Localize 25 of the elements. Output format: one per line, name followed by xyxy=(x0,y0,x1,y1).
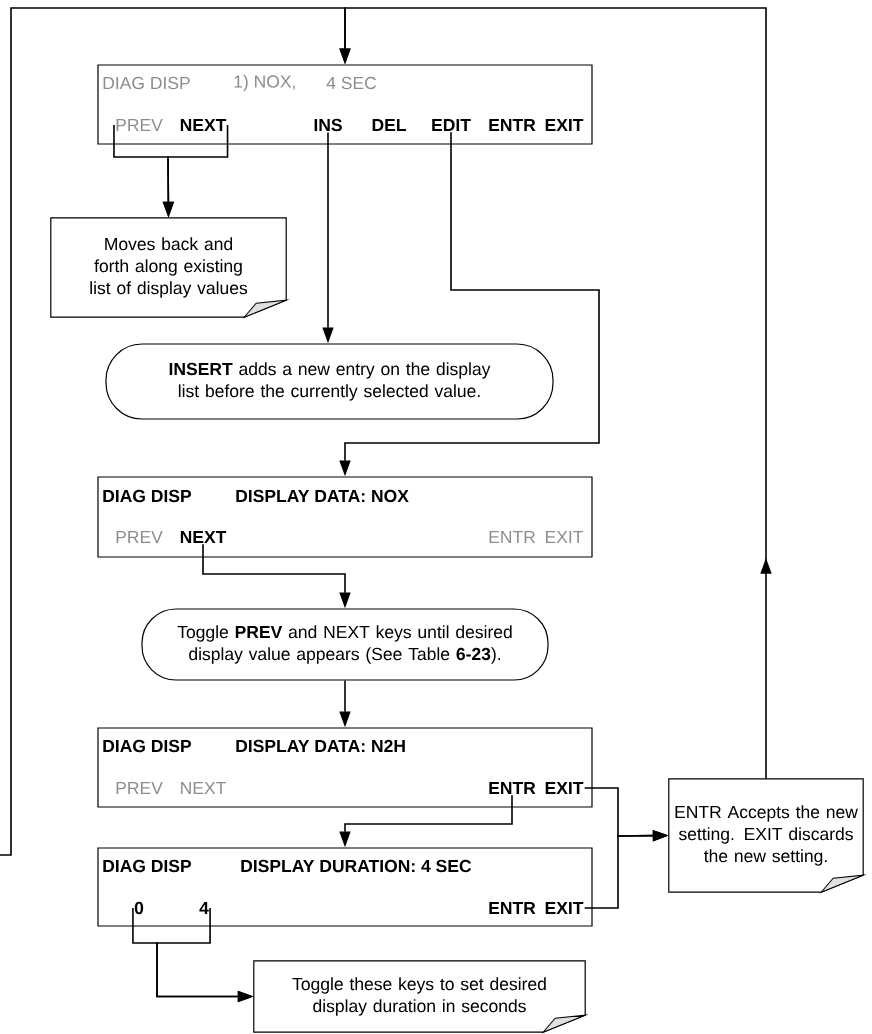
key-label: NEXT xyxy=(180,119,227,132)
key-label: ENTR xyxy=(489,119,536,132)
rounded-box: Toggle PREV and NEXT keys until desired display value appears (See Table 6-23). xyxy=(141,608,549,681)
key-label: 0 xyxy=(134,901,144,915)
key-label: EDIT xyxy=(432,119,471,132)
key-label: 4 xyxy=(199,902,209,915)
key-label: EXIT xyxy=(545,782,584,795)
callout-note: Moves back and forth along existing list of display values xyxy=(50,217,287,318)
key-label: NEXT xyxy=(181,782,226,795)
key-label: INS xyxy=(314,118,342,132)
callout-note: ENTR Accepts the new setting. EXIT discards the new setting. xyxy=(668,778,864,893)
key-label: PREV xyxy=(116,119,163,132)
key-label: EXIT xyxy=(546,531,584,544)
key-label: ENTR xyxy=(489,782,536,795)
rounded-box: INSERT adds a new entry on the display list before the currently selected value. xyxy=(105,343,554,420)
key-label: NEXT xyxy=(180,531,227,544)
key-label: ENTR xyxy=(489,902,536,915)
callout-note: Toggle these keys to set desired display duration in seconds xyxy=(253,960,586,1033)
key-label: PREV xyxy=(116,531,163,544)
arrow xyxy=(339,7,772,780)
key-label: ENTR xyxy=(489,531,535,544)
key-label: DEL xyxy=(372,119,406,132)
key-label: PREV xyxy=(116,782,163,795)
key-label: EXIT xyxy=(545,119,584,132)
key-label: EXIT xyxy=(545,902,584,915)
